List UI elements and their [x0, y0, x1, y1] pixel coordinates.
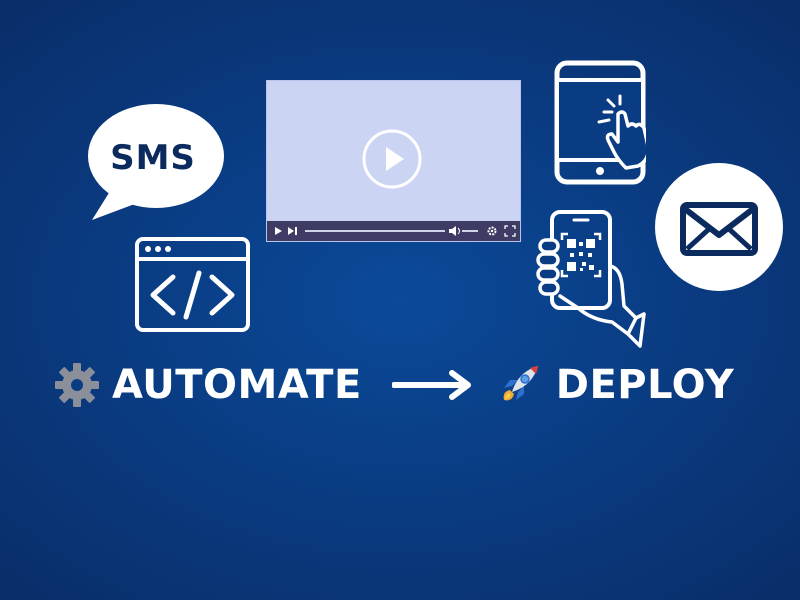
mail-icon	[655, 163, 783, 291]
settings-icon	[487, 226, 497, 236]
phone-qr-icon	[532, 210, 647, 350]
play-icon	[275, 227, 282, 235]
tablet-touch-icon	[554, 60, 651, 185]
sms-bubble-icon: SMS	[82, 104, 224, 222]
arrow-right-icon	[390, 370, 472, 400]
headline: AUTOMATE DEPLOY	[54, 355, 734, 415]
fullscreen-icon	[504, 225, 516, 237]
deploy-label: DEPLOY	[555, 362, 735, 408]
code-window-icon	[135, 237, 250, 332]
rocket-icon	[496, 362, 542, 408]
video-controls-bar	[267, 221, 520, 241]
skip-next-icon	[288, 227, 297, 235]
sms-label: SMS	[110, 138, 196, 178]
volume-slider	[462, 230, 478, 232]
progress-track	[305, 230, 445, 232]
gear-icon	[54, 362, 100, 408]
automate-label: AUTOMATE	[112, 362, 362, 408]
volume-icon	[449, 226, 460, 236]
play-button-icon[interactable]	[362, 129, 422, 189]
video-player[interactable]	[266, 80, 521, 242]
